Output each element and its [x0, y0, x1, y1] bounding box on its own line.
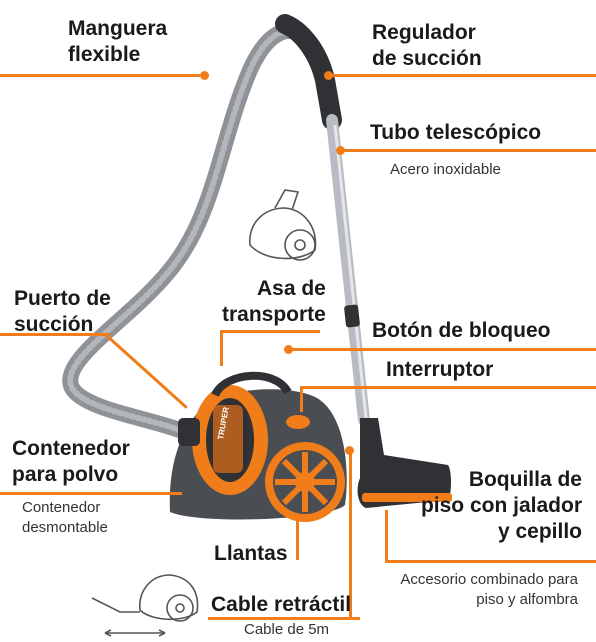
handle-shape: [275, 14, 342, 130]
label-asa-line2: transporte: [222, 303, 326, 326]
label-asa-transporte: Asa de transporte: [222, 276, 326, 328]
callout-dot-cable: [345, 446, 354, 455]
tube-shape: [326, 114, 370, 426]
label-manguera-line1: Manguera: [68, 17, 168, 40]
label-cable-retractil: Cable retráctil: [211, 593, 352, 616]
label-regulador-line1: Regulador: [372, 21, 476, 44]
callout-vline-interruptor: [300, 386, 303, 412]
callout-dot-boton: [284, 345, 293, 354]
label-puerto-line1: Puerto de: [14, 287, 111, 310]
label-boquilla-piso: Boquilla de piso con jalador y cepillo: [421, 467, 582, 545]
callout-vline-asa: [220, 330, 223, 366]
callout-line-interruptor: [300, 386, 596, 389]
label-interruptor: Interruptor: [386, 358, 494, 381]
sub-contenedor-line2: desmontable: [22, 519, 108, 536]
label-boquilla-line3: y cepillo: [497, 520, 582, 543]
sub-boquilla-line2: piso y alfombra: [476, 591, 578, 608]
callout-line-puerto: [0, 333, 110, 336]
label-regulador-succion: Regulador de succión: [372, 20, 482, 72]
label-boton-bloqueo: Botón de bloqueo: [372, 319, 551, 342]
sub-contenedor: Contenedor desmontable: [22, 498, 108, 538]
callout-line-asa: [220, 330, 320, 333]
label-llantas: Llantas: [214, 542, 288, 565]
label-asa-line1: Asa de: [256, 277, 326, 300]
label-tubo-telescopico: Tubo telescópico: [370, 121, 542, 144]
callout-dot-regulador: [324, 71, 333, 80]
callout-vline-llantas: [296, 520, 299, 560]
label-contenedor-line2: para polvo: [12, 463, 119, 486]
callout-dot-tubo: [336, 146, 345, 155]
callout-line-regulador: [330, 74, 596, 77]
label-contenedor-polvo: Contenedor para polvo: [12, 436, 130, 488]
label-boquilla-line1: Boquilla de: [468, 468, 582, 491]
label-manguera-line2: flexible: [68, 43, 141, 66]
label-manguera-flexible: Manguera flexible: [68, 16, 167, 68]
callout-dot-manguera: [200, 71, 209, 80]
nozzle-shape: [357, 418, 451, 508]
callout-line-boquilla: [385, 560, 596, 563]
sub-contenedor-line1: Contenedor: [22, 499, 101, 516]
sub-tubo-telescopico: Acero inoxidable: [390, 161, 501, 178]
label-boquilla-line2: piso con jalador: [420, 494, 582, 517]
sub-boquilla: Accesorio combinado para piso y alfombra: [388, 570, 578, 610]
sub-cable-retractil: Cable de 5m: [244, 621, 330, 638]
cable-sketch: [91, 574, 199, 637]
callout-line-boton: [290, 348, 596, 351]
sub-boquilla-line1: Accesorio combinado para: [400, 571, 578, 588]
carry-sketch: [249, 189, 317, 261]
callout-line-tubo: [342, 149, 596, 152]
label-puerto-line2: succión: [14, 313, 94, 336]
label-contenedor-line1: Contenedor: [12, 437, 130, 460]
callout-line-manguera: [0, 74, 200, 77]
label-puerto-succion: Puerto de succión: [14, 286, 111, 338]
callout-line-contenedor: [0, 492, 182, 495]
label-regulador-line2: de succión: [372, 47, 482, 70]
callout-vline-cable: [349, 450, 352, 618]
callout-line-cable: [208, 617, 360, 620]
callout-vline-boquilla: [385, 510, 388, 562]
